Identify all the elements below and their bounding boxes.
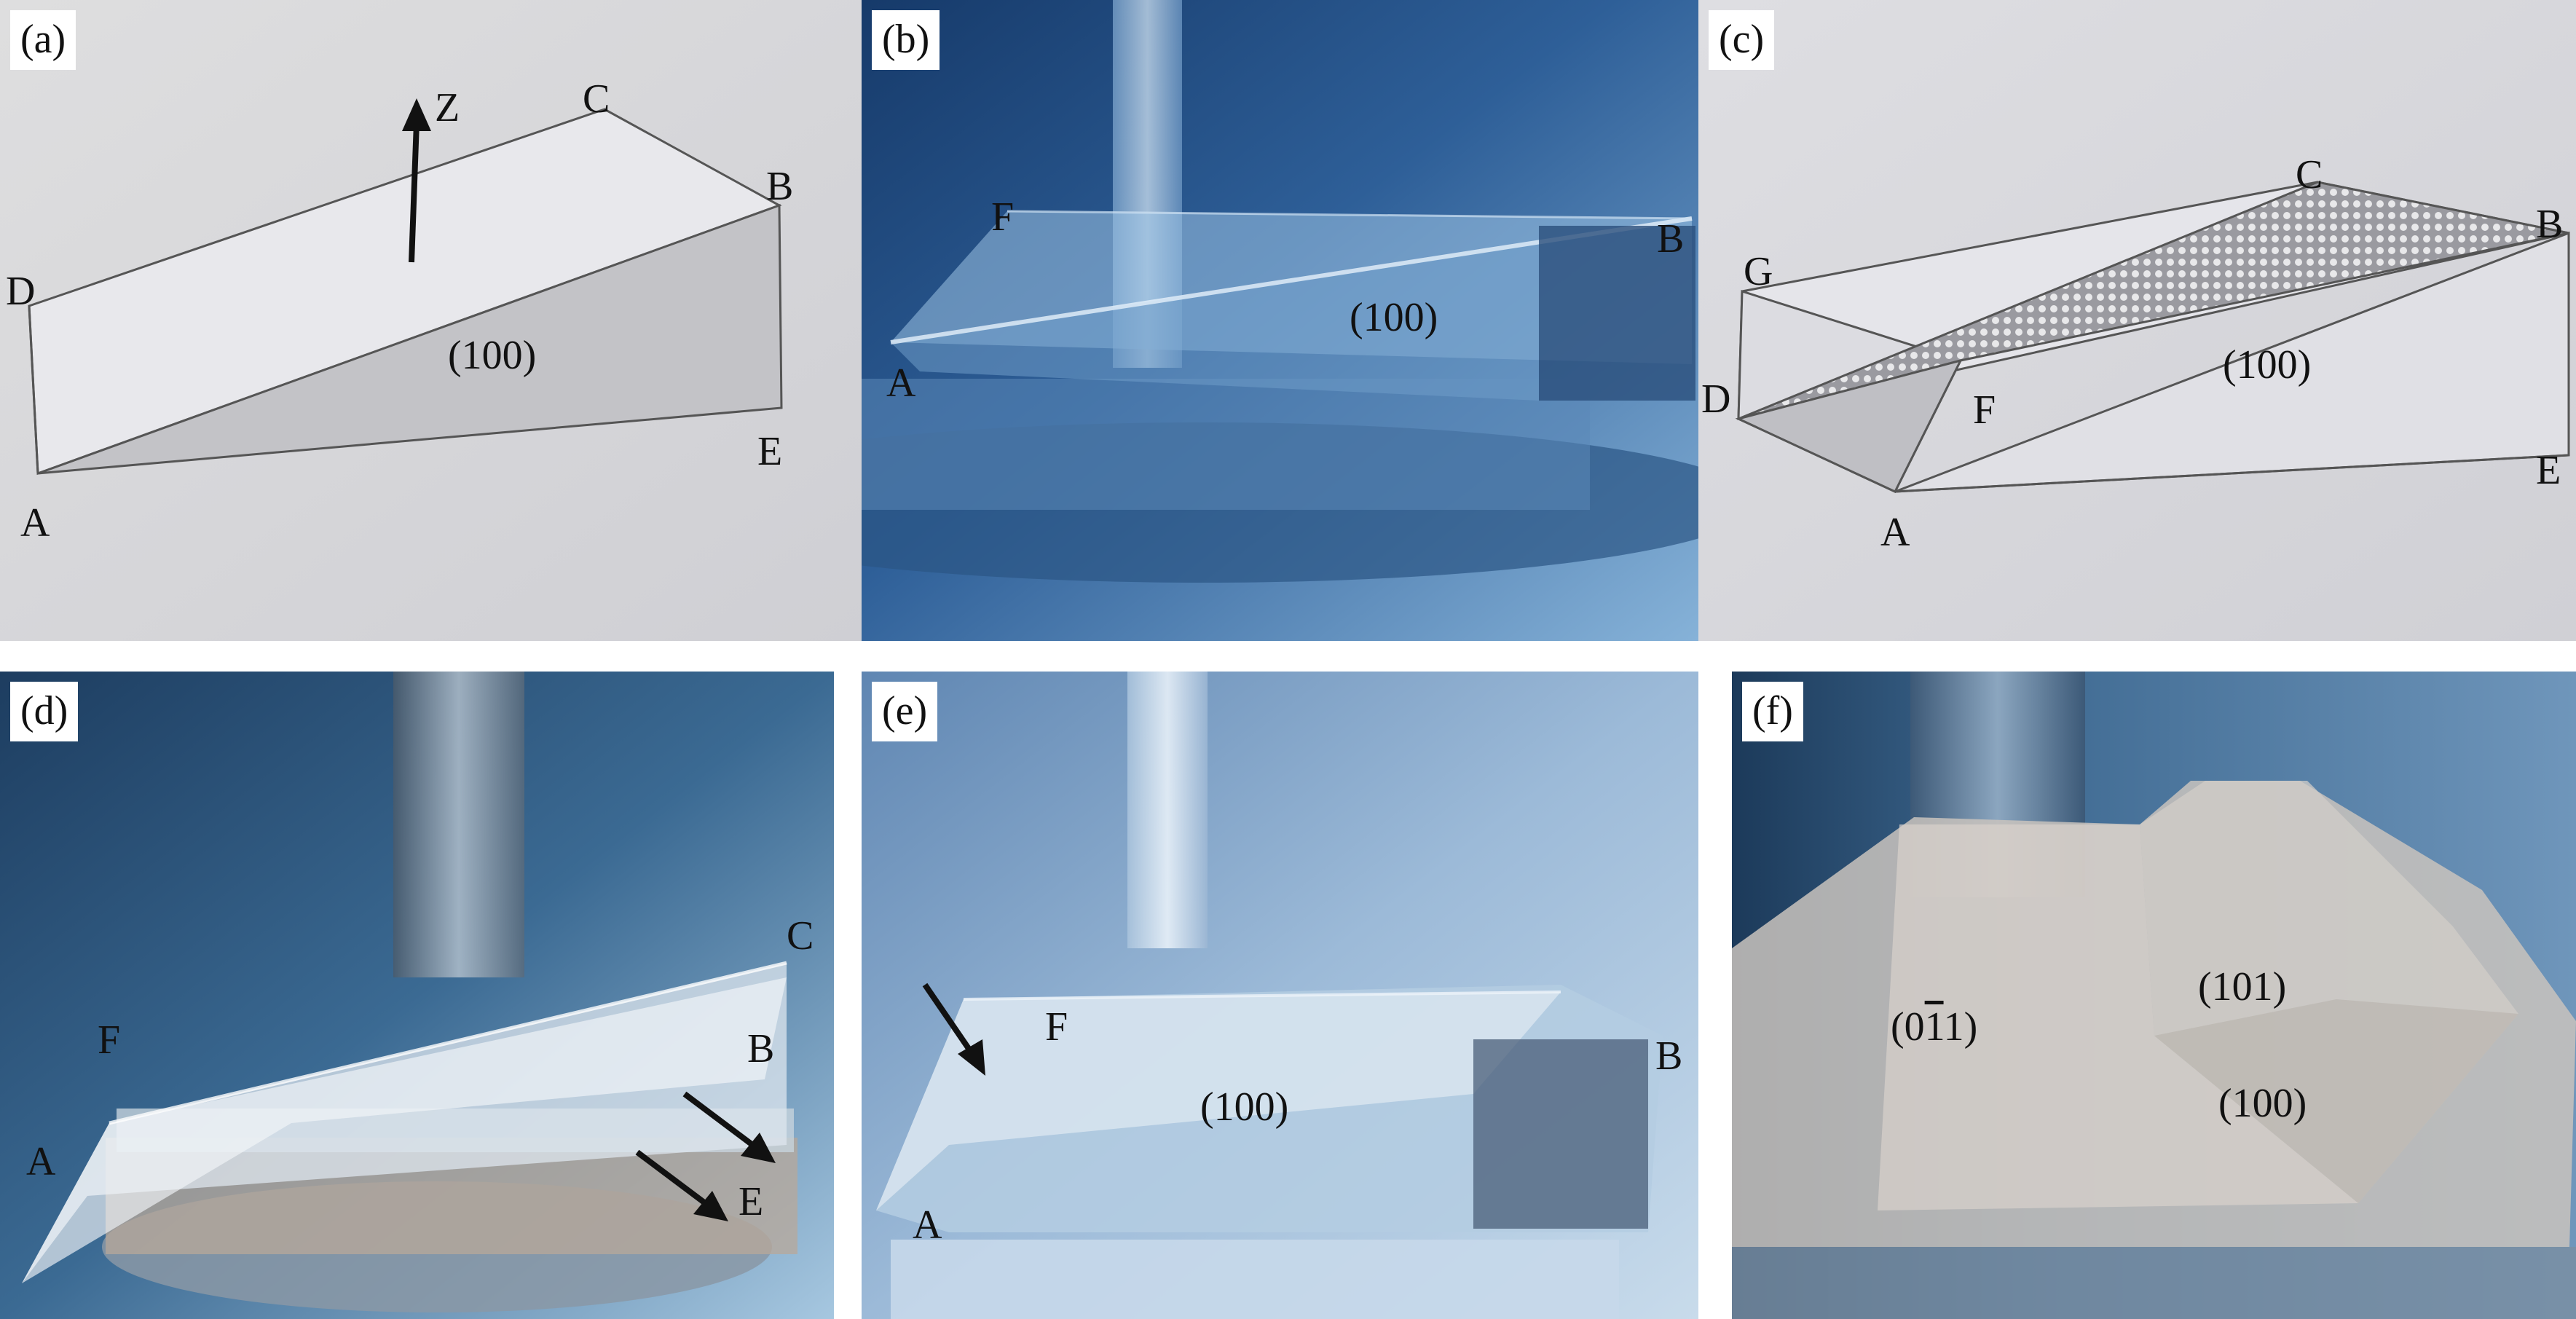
vertex-label-f: F [1045,1004,1068,1050]
vertex-label-a: A [20,500,50,546]
arrow-icon [922,983,985,1076]
face-label: (100) [448,333,537,378]
vertex-label-e: E [738,1179,764,1224]
arrow-icon [682,1091,776,1163]
panel-label: (b) [872,10,940,70]
panel-label: (d) [10,682,79,741]
crystal-photo [862,672,1698,1319]
panel-b: (b) F B A (100) [862,0,1698,641]
vertex-label-a: A [26,1139,56,1184]
crystal-photo [0,672,834,1319]
crystal-photo [1732,672,2576,1319]
vertex-label-a: A [913,1202,942,1248]
vertex-label-f: F [1973,387,1996,433]
face-label-part: (0 [1891,1004,1925,1050]
face-label-100: (100) [2218,1081,2307,1126]
wedge-diagram [1698,0,2576,641]
panel-label: (e) [872,682,938,741]
face-label: (100) [1350,295,1438,340]
wedge-diagram [0,0,862,641]
vertex-label-c: C [787,913,814,958]
vertex-label-e: E [757,429,783,474]
face-label-overbar: 1 [1924,1004,1944,1050]
vertex-label-b: B [2536,202,2564,247]
vertex-label-e: E [2536,448,2561,493]
vertex-label-c: C [2296,152,2323,197]
panel-d: (d) C F B A E [0,672,834,1319]
vertex-label-a: A [886,361,916,406]
vertex-label-f: F [98,1017,121,1063]
panel-e: (e) F B A (100) [862,672,1698,1319]
arrow-icon [635,1149,728,1221]
vertex-label-a: A [1880,510,1910,555]
panel-label: (f) [1742,682,1803,741]
vertex-label-z: Z [435,85,460,130]
crystal-photo [862,0,1698,641]
panel-label: (a) [10,10,76,70]
vertex-label-d: D [1701,377,1731,422]
vertex-label-d: D [6,269,36,314]
vertex-label-b: B [1657,216,1685,261]
vertex-label-f: F [991,194,1015,240]
z-axis-arrow-icon [402,98,431,263]
face-label: (100) [2223,342,2312,387]
panel-a: (a) Z C B D E A (100) [0,0,862,641]
vertex-label-c: C [583,76,610,122]
vertex-label-b: B [766,164,794,209]
face-label-0-1bar-1: (011) [1891,1007,1977,1047]
face-label-part: 1) [1943,1004,1978,1050]
vertex-label-b: B [1655,1033,1683,1079]
face-label-101: (101) [2198,964,2287,1009]
vertex-label-b: B [747,1026,775,1071]
panel-label: (c) [1709,10,1775,70]
panel-c: (c) C B G D F E A (100) [1698,0,2576,641]
face-label: (100) [1200,1084,1289,1130]
vertex-label-g: G [1744,249,1773,294]
panel-f: (f) (011) (101) (100) [1732,672,2576,1319]
